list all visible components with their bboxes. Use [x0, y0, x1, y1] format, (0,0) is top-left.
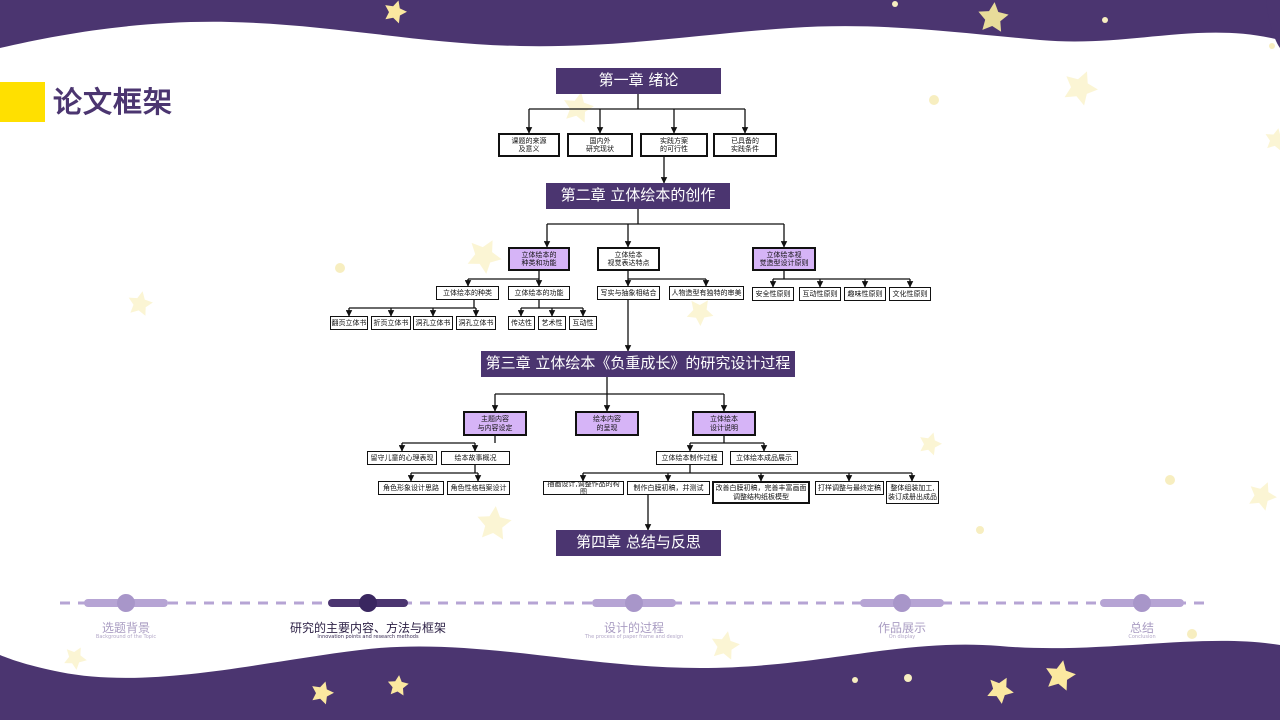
nav-step-sublabel: On display [888, 634, 916, 640]
star-icon [711, 631, 740, 660]
star-icon [1046, 660, 1076, 691]
nav-step-dot[interactable] [893, 594, 911, 612]
star-icon [385, 0, 407, 24]
feature-box: 写实与抽象相结合 [597, 286, 660, 300]
sparkle-dot [929, 95, 939, 105]
principle-box: 文化性原则 [889, 287, 931, 301]
nav-step-label[interactable]: 设计的过程 [603, 621, 664, 635]
book-type-box: 翻页立体书 [330, 316, 368, 330]
function-box: 艺术性 [538, 316, 566, 330]
nav-step-label[interactable]: 研究的主要内容、方法与框架 [289, 621, 446, 635]
star-icon [477, 506, 512, 540]
theme-box: 留守儿童的心理表现 [367, 451, 437, 465]
nav-step-label[interactable]: 总结 [1129, 621, 1154, 635]
sparkle-dot [1102, 17, 1108, 23]
star-icon [1249, 482, 1277, 511]
nav-step-dot[interactable] [117, 594, 135, 612]
ch2-design-principles-box: 立体绘本视 觉造型设计原则 [752, 247, 816, 271]
sparkle-dot [904, 674, 912, 682]
sparkle-dot [976, 526, 984, 534]
ch1-topic-box: 实践方案 的可行性 [640, 133, 708, 157]
star-icon [1064, 71, 1098, 106]
ch1-topic-box: 国内外 研究现状 [567, 133, 633, 157]
nav-step-dot[interactable] [359, 594, 377, 612]
chapter-1-box: 第一章 绪论 [556, 68, 721, 94]
principle-box: 趣味性原则 [844, 287, 886, 301]
title-accent-bar [0, 82, 45, 122]
bottom-wave [0, 640, 1280, 720]
star-icon [64, 647, 87, 670]
ch3-content-box: 绘本内容 的呈现 [575, 411, 639, 436]
sparkle-dot [1187, 629, 1197, 639]
star-icon [467, 240, 502, 274]
book-type-box: 折页立体书 [371, 316, 411, 330]
sparkle-dot [852, 677, 858, 683]
book-type-box: 洞孔立体书 [413, 316, 453, 330]
chapter-4-box: 第四章 总结与反思 [556, 530, 721, 556]
star-icon [564, 92, 594, 123]
book-type-box: 洞孔立体书 [456, 316, 496, 330]
chapter-2-box: 第二章 立体绘本的创作 [546, 183, 730, 209]
star-icon [312, 681, 334, 705]
design-box: 立体绘本成品展示 [730, 451, 798, 465]
star-icon [987, 677, 1014, 704]
star-icon [978, 2, 1009, 32]
ch3-design-box: 立体绘本 设计说明 [692, 411, 756, 436]
theme-box: 绘本故事概况 [441, 451, 510, 465]
process-box: 制作白膜初稿，并测试 [627, 481, 710, 495]
sparkle-dot [1269, 43, 1275, 49]
nav-step-dot[interactable] [625, 594, 643, 612]
ch1-topic-box: 已具备的 实践条件 [713, 133, 777, 157]
theme-detail-box: 角色性格档案设计 [447, 481, 510, 495]
sparkle-dot [335, 263, 345, 273]
nav-step-label[interactable]: 选题背景 [101, 621, 150, 635]
design-box: 立体绘本制作过程 [656, 451, 723, 465]
star-icon [128, 291, 153, 316]
principle-box: 互动性原则 [799, 287, 841, 301]
ch2-visual-features-box: 立体绘本 视觉表达特点 [597, 247, 660, 271]
nav-step-sublabel: Background of the Topic [95, 634, 157, 640]
nav-step-sublabel: Innovation points and research methods [317, 634, 419, 640]
star-icon [920, 432, 942, 456]
process-box: 插画设计,调整作品的构图 [543, 481, 624, 495]
top-wave-right-edge [1266, 0, 1280, 48]
star-icon [387, 675, 409, 696]
nav-step-dot[interactable] [1133, 594, 1151, 612]
ch2-kinds-functions-box: 立体绘本的 种类和功能 [508, 247, 570, 271]
function-box: 互动性 [569, 316, 597, 330]
theme-detail-box: 角色形象设计思路 [378, 481, 444, 495]
chapter-3-box: 第三章 立体绘本《负重成长》的研究设计过程 [481, 351, 795, 377]
nav-step-sublabel: Conclusion [1128, 634, 1156, 640]
connector-lines [345, 94, 916, 531]
ch3-theme-box: 主题内容 与内容设定 [463, 411, 527, 436]
function-box: 传达性 [508, 316, 535, 330]
stars [64, 0, 1280, 705]
ch2-kinds-box: 立体绘本的种类 [436, 286, 499, 300]
star-icon [1265, 128, 1280, 151]
principle-box: 安全性原则 [752, 287, 794, 301]
nav-step-sublabel: The process of paper frame and design [584, 634, 684, 640]
page-title: 论文框架 [53, 85, 174, 119]
star-icon [686, 300, 714, 326]
ch2-functions-box: 立体绘本的功能 [508, 286, 570, 300]
sparkle-dot [1165, 475, 1175, 485]
top-wave [0, 0, 1280, 48]
process-box: 打样调整与最终定稿 [815, 481, 884, 495]
feature-box: 人物造型有独特的审美 [669, 286, 744, 300]
process-box: 改善白膜初稿，完善丰富画面 调整结构纸板模型 [712, 481, 810, 504]
ch1-topic-box: 课题的来源 及意义 [498, 133, 560, 157]
sparkle-dot [892, 1, 898, 7]
nav-step-label[interactable]: 作品展示 [877, 621, 926, 635]
process-box: 整体组装加工, 装订成册出成品 [886, 481, 939, 504]
